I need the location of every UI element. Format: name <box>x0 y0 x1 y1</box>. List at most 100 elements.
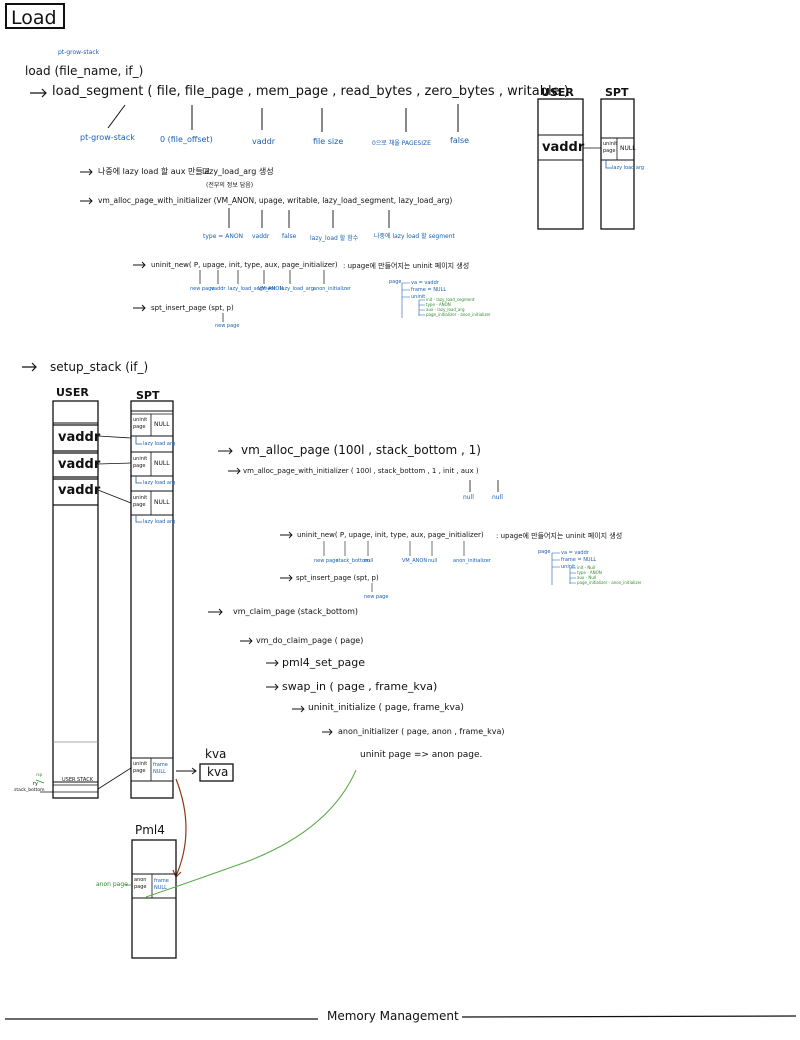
step2-false: false <box>282 233 297 240</box>
page-tree1-aux: aux - lazy_load_arg <box>426 307 465 312</box>
vm-do-claim-page-call: vm_do_claim_page ( page) <box>256 636 364 645</box>
uninit-new2-call: uninit_new( P, upage, init, type, aux, p… <box>297 531 484 539</box>
null-label-2: null <box>492 494 503 501</box>
step2-text: vm_alloc_page_with_initializer (VM_ANON,… <box>98 196 453 205</box>
uninit2-param-init: null <box>364 558 374 564</box>
spt-cell-3-left: uninit page <box>133 495 148 508</box>
vm-claim-page-call: vm_claim_page (stack_bottom) <box>233 607 359 616</box>
user-column-top <box>537 98 584 230</box>
spt-cell-2-note: lazy load arg <box>143 480 176 486</box>
user-header-setup: USER <box>56 386 89 399</box>
param-file: pt-grow-stack <box>80 133 135 142</box>
page-tree2-type: type - ANON <box>577 570 602 575</box>
step2-type: type = ANON <box>203 233 244 240</box>
page-tree1-type: type - ANON <box>426 302 451 307</box>
spt-column-top <box>600 98 635 230</box>
footer-label: Memory Management <box>327 1009 459 1023</box>
uninit2-param-aux: null <box>428 558 438 564</box>
spt-cell-3-right: NULL <box>154 499 170 506</box>
page-tree1-root: page <box>389 279 402 285</box>
spt-insert2-param: new page <box>364 594 389 600</box>
page-tree2-aux: aux - Null <box>577 575 597 580</box>
vaddr-1: vaddr <box>58 430 101 445</box>
uninit2-param-upage: stack_bottom <box>336 558 370 564</box>
page-tree2-va: va = vaddr <box>561 550 589 556</box>
page-title: Load <box>5 3 65 29</box>
vm-alloc-page-call: vm_alloc_page (100l , stack_bottom , 1) <box>241 443 481 457</box>
pml4-cell-left: anon page <box>134 877 147 890</box>
spt-cell-1-right: NULL <box>154 421 170 428</box>
spt-insert2-call: spt_insert_page (spt, p) <box>296 574 379 582</box>
spt-column-setup <box>130 400 174 799</box>
vaddr-2: vaddr <box>58 457 101 472</box>
spt-last-right: frame NULL <box>153 762 168 775</box>
spt-top-cell-right: NULL <box>620 145 636 152</box>
spt-top-cell-note: lazy load arg <box>612 165 645 171</box>
step2-fn: lazy_load 할 함수 <box>310 235 359 242</box>
page-tree1-frame: frame = NULL <box>411 287 447 293</box>
page-tree1-initializer: page_initializer - anon_initializer <box>426 312 491 317</box>
spt-last-left: uninit page <box>133 761 148 774</box>
step1-text: 나중에 lazy load 할 aux 만들고 <box>98 167 211 176</box>
kva-header: kva <box>205 747 227 761</box>
uninit-param-init: lazy_load_segment <box>228 286 276 292</box>
page-tree2-initializer: page_initializer - anon_initializer <box>577 580 642 585</box>
kva-link-arrow <box>175 778 187 877</box>
anon-page-link <box>145 769 357 898</box>
uninit-new-desc: : upage에 만들어지는 uninit 페이지 생성 <box>343 262 470 270</box>
uninit2-param-type: VM_ANON <box>402 558 428 564</box>
setup-stack-call: setup_stack (if_) <box>50 360 149 374</box>
param-zero-bytes: 0으로 채울 PAGESIZE <box>372 140 431 147</box>
spt-insert-call: spt_insert_page (spt, p) <box>151 304 234 312</box>
rsp-label: rsp <box>36 772 43 777</box>
vaddr-3: vaddr <box>58 483 101 498</box>
uninit2-param-initializer: anon_initializer <box>453 558 491 564</box>
uninit-param-initializer: anon_initializer <box>313 286 351 292</box>
user-header-top: USER <box>541 86 574 99</box>
anon-initializer-call: anon_initializer ( page, anon , frame_kv… <box>338 727 505 736</box>
load-segment-call: load_segment ( file, file_page , mem_pag… <box>52 84 569 99</box>
param-file-page: 0 (file_offset) <box>160 135 213 144</box>
spt-cell-2-right: NULL <box>154 460 170 467</box>
pml4-side-label: anon page <box>96 881 128 888</box>
spt-header-setup: SPT <box>136 389 160 402</box>
pml4-header: Pml4 <box>135 823 165 837</box>
vaddr-top: vaddr <box>542 140 585 155</box>
uninit-param-type: VM_ANON <box>258 286 284 292</box>
uninit-param-upage: vaddr <box>211 286 226 292</box>
page-tree2-frame: frame = NULL <box>561 557 597 563</box>
conversion-note: uninit page => anon page. <box>360 750 483 760</box>
uninit-new2-desc: : upage에 만들어지는 uninit 페이지 생성 <box>496 532 623 540</box>
page-tree2-uninit: uninit <box>561 564 576 570</box>
pml4-set-page-call: pml4_set_page <box>282 656 366 669</box>
load-call: load (file_name, if_) <box>25 64 144 78</box>
pml4-column <box>131 839 177 959</box>
step2-vaddr: vaddr <box>252 233 270 240</box>
uninit2-param-p: new page <box>314 558 339 564</box>
pml4-cell-right: frame NULL <box>154 878 169 891</box>
uninit-initialize-call: uninit_initialize ( page, frame_kva) <box>308 703 464 713</box>
annot-pt-grow-stack: pt-grow-stack <box>58 49 100 56</box>
uninit-param-p: new page <box>190 286 215 292</box>
spt-insert-param: new page <box>215 323 240 329</box>
user-column-setup <box>52 400 99 799</box>
spt-cell-1-left: uninit page <box>133 417 148 430</box>
uninit-new-call: uninit_new( P, upage, init, type, aux, p… <box>151 261 338 269</box>
swap-in-call: swap_in ( page , frame_kva) <box>282 680 438 693</box>
page-tree2-root: page <box>538 549 551 555</box>
vm-alloc-init-call: vm_alloc_page_with_initializer ( 100l , … <box>243 467 479 475</box>
uninit-param-aux: lazy_load_arg <box>280 286 314 292</box>
param-writable: false <box>450 136 470 145</box>
step1-fn: lazy_load_arg 생성 <box>202 167 274 176</box>
step2-segment: 나중에 lazy load 할 segment <box>374 233 455 240</box>
stack-bottom-label: stack_bottom <box>14 788 45 793</box>
spt-cell-1-note: lazy load arg <box>143 441 176 447</box>
spt-top-cell-left: uninit page <box>603 141 618 154</box>
step1-note: (전부의 정보 담음) <box>206 182 254 189</box>
page-tree2-init: init - Null <box>577 565 596 570</box>
spt-header-top: SPT <box>605 86 629 99</box>
null-label-1: null <box>463 494 474 501</box>
page-tree1-uninit: uninit <box>411 294 426 300</box>
spt-cell-3-note: lazy load arg <box>143 519 176 525</box>
